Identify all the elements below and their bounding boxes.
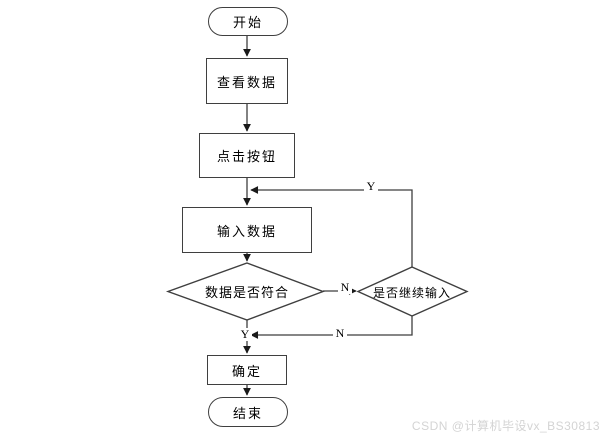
edge-label-data-valid-yes: Y [238, 328, 252, 341]
node-end-label: 结束 [232, 405, 263, 421]
node-start: 开始 [208, 7, 288, 36]
decision-data-valid-shape [165, 262, 325, 321]
node-end: 结束 [208, 397, 288, 427]
watermark-text: CSDN @计算机毕设vx_BS30813 [411, 419, 600, 433]
edge-label-data-invalid: N [338, 281, 352, 294]
edge-continueinput-no-to-confirm [250, 316, 413, 339]
edge-label-continue-no: N [333, 327, 347, 340]
node-view-data-label: 查看数据 [216, 74, 277, 90]
node-start-label: 开始 [232, 15, 263, 30]
edge-continueinput-yes-loop [250, 186, 413, 267]
node-input-data-label: 输入数据 [216, 223, 277, 239]
decision-continue-input-shape [356, 266, 469, 317]
node-click-button-label: 点击按钮 [216, 149, 277, 164]
node-confirm: 确定 [207, 355, 287, 385]
node-confirm-label: 确定 [231, 363, 262, 379]
edge-label-continue-yes: Y [364, 180, 378, 193]
node-input-data: 输入数据 [182, 207, 312, 253]
node-click-button: 点击按钮 [199, 133, 295, 178]
node-view-data: 查看数据 [206, 58, 288, 104]
